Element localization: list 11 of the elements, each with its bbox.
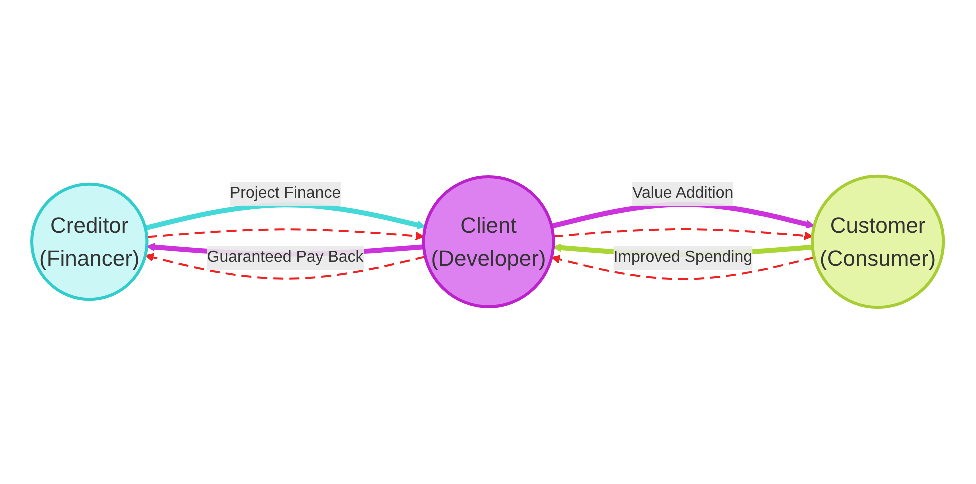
edge-label: Guaranteed Pay Back: [207, 249, 364, 266]
arrow: [145, 253, 426, 280]
node-circle: Creditor (Financer): [30, 182, 149, 302]
node-circle: Client (Developer): [422, 176, 556, 308]
arrow: [554, 228, 814, 240]
edge-label: Project Finance: [230, 185, 342, 202]
node-circle: Customer (Consumer): [811, 174, 946, 310]
edge-label: Value Addition: [632, 185, 734, 202]
arrow: [552, 255, 815, 280]
edge-label: Improved Spending: [614, 249, 753, 266]
arrow: [147, 228, 425, 241]
